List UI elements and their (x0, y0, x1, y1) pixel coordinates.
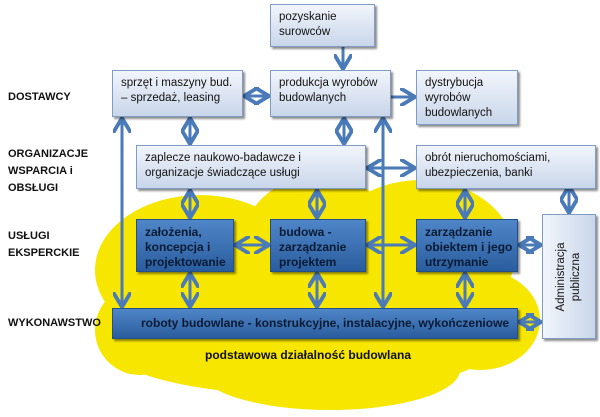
box-public-admin: Administracja publiczna (542, 214, 596, 339)
box-distribution: dystrybucja wyrobów budowlanych (416, 70, 518, 125)
public-admin-label: Administracja publiczna (555, 241, 582, 312)
box-facility-mgmt: zarządzanie obiektem i jego utrzymanie (416, 219, 518, 272)
box-design: założenia, koncepcja i projektowanie (136, 219, 234, 272)
cloud-label: podstawowa działalność budowlana (205, 348, 412, 362)
box-raw-materials: pozyskanie surowców (270, 4, 375, 47)
box-production: produkcja wyrobów budowlanych (270, 70, 391, 117)
box-research: zaplecze naukowo-badawcze i organizacje … (136, 145, 366, 189)
box-construction-mgmt: budowa - zarządzanie projektem (270, 219, 366, 272)
row-label-execution: WYKONAWSTWO (8, 317, 101, 329)
row-label-expert: USŁUGI EKSPERCKIE (8, 230, 80, 259)
row-label-support: ORGANIZACJE WSPARCIA i OBSŁUGI (8, 148, 89, 194)
row-label-suppliers: DOSTAWCY (8, 91, 71, 103)
box-works: roboty budowlane - konstrukcyjne, instal… (112, 308, 518, 339)
box-real-estate: obrót nieruchomościami, ubezpieczenia, b… (416, 145, 596, 189)
box-equipment: sprzęt i maszyny bud. – sprzedaż, leasin… (112, 70, 243, 117)
